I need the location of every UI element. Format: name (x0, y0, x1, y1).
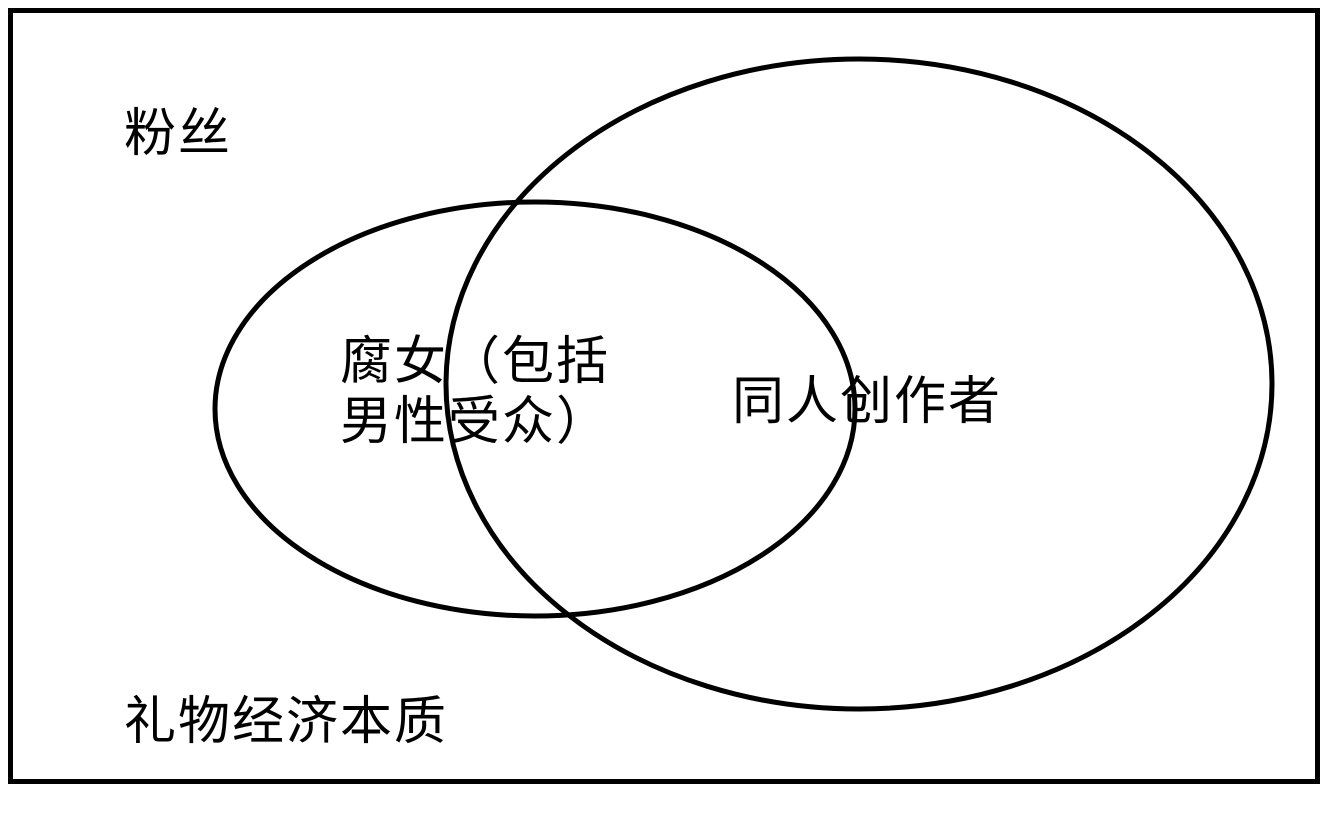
left-set-label: 腐女（包括 男性受众） (340, 332, 640, 452)
outer-set-frame (8, 8, 1320, 784)
right-set-label: 同人创作者 (732, 372, 1003, 432)
right-ellipse (443, 56, 1275, 712)
left-set-label-line2: 男性受众） (340, 392, 611, 452)
left-ellipse (212, 199, 858, 619)
left-set-label-line1: 腐女（包括 (340, 332, 611, 392)
bottom-label: 礼物经济本质 (124, 692, 449, 752)
outer-set-label: 粉丝 (124, 104, 233, 164)
